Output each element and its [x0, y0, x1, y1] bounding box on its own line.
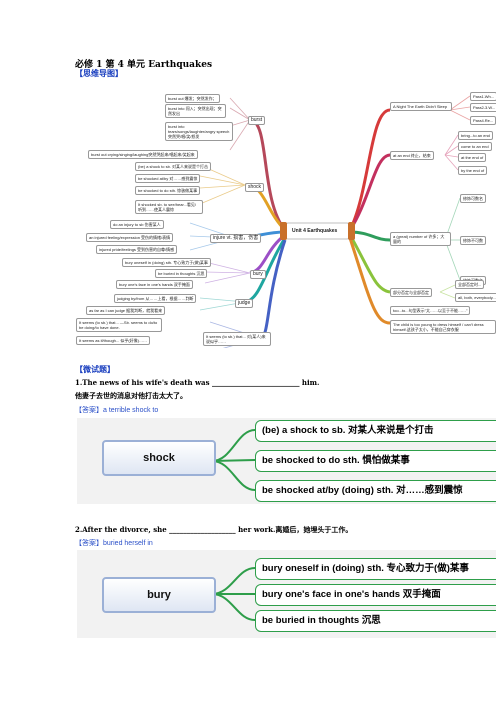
node-seems-1: It seems (to sb.) that... —Sb. seems to …	[76, 318, 162, 332]
node-bury: bury	[250, 270, 266, 279]
node-shock-2: be shocked at/by 对……感到震惊	[135, 174, 201, 183]
q1-banner-row-1: (be) a shock to sb. 对某人来说是个打击	[255, 420, 496, 442]
q2-banner-label: bury	[102, 577, 216, 613]
node-night-2: Para2-3.W...	[470, 103, 496, 112]
node-burst-3: burst into tears/songs/laughter/angry sp…	[165, 122, 233, 141]
node-partial: 部分否定与全部否定	[390, 288, 432, 297]
node-judge: judge	[235, 299, 254, 308]
node-night-3: Para4.Re...	[470, 116, 496, 125]
node-number: a (great) number of 许多；大量的	[390, 232, 451, 246]
node-end: at an end 终止，结束	[390, 151, 434, 160]
node-burst-1: burst out 爆发；突然发作；	[165, 94, 220, 103]
q1-chinese: 他妻子去世的消息对他打击太大了。	[75, 391, 187, 400]
mindmap-heading: 【思维导图】	[75, 69, 123, 78]
node-too-1: The child is too young to dress himself …	[390, 320, 496, 334]
node-judge-1: judging by/from 从……上看，根据……判断	[114, 294, 197, 303]
node-end-1: bring...to an end	[458, 131, 493, 140]
node-end-3: at the end of	[458, 153, 487, 162]
q1-banner-row-2: be shocked to do sth. 惧怕做某事	[255, 450, 496, 472]
page-title: 必修 1 第 4 单元 Earthquakes	[75, 60, 213, 70]
node-night-1: Para1.Wh...	[470, 92, 496, 101]
node-burst-2: burst into 闯入；突然出现；突然发出	[165, 104, 226, 118]
node-injure-2: an injured feeling/expression 受伤的情绪/表情	[86, 233, 174, 242]
node-end-2: come to an end	[458, 142, 492, 151]
node-injure-3: injured pride/feelings 受到伤害的自尊/情感	[96, 245, 178, 254]
node-night: A Night The Earth Didn't Sleep	[390, 102, 452, 111]
q2-banner-row-2: bury one's face in one's hands 双手掩面	[255, 584, 496, 606]
node-injure: injure vt. 损害，伤害	[210, 234, 262, 243]
node-judge-2: as far as I can judge 据我判断，就我看来	[86, 306, 166, 315]
node-number-1: 修饰可数名	[460, 194, 486, 203]
node-shock-1: (be) a shock to sb. 对某人来说是个打击	[135, 162, 212, 171]
q1-banner-row-3: be shocked at/by (doing) sth. 对……感到震惊	[255, 480, 496, 502]
q2-banner-row-3: be buried in thoughts 沉思	[255, 610, 496, 632]
node-shock-3: be shocked to do sth. 惊骇做某事	[135, 186, 201, 195]
node-burst-4: burst out crying/singing/laughing突然哭起来/唱…	[88, 150, 198, 159]
q1-banner-label: shock	[102, 440, 216, 476]
q2-answer: 【答案】buried herself in	[75, 540, 153, 547]
node-bury-2: be buried in thoughts 沉思	[155, 269, 208, 278]
node-bury-1: bury oneself in (doing) sth. 专心致力于(做)某事	[122, 258, 211, 267]
q1-text: 1.The news of his wife's death was _____…	[75, 378, 320, 387]
node-injure-1: do an injury to sb 伤害某人	[110, 220, 164, 229]
quiz-heading: 【微试题】	[75, 365, 115, 374]
q2-banner: bury bury oneself in (doing) sth. 专心致力于(…	[77, 550, 496, 638]
node-bury-3: bury one's face in one's hands 双手掩面	[116, 280, 193, 289]
node-too: too...to...句型表示"太……以至于不能……"	[390, 306, 471, 315]
node-shock-4: It shocked sb. to see/hear...看见/听到……使某人震…	[135, 200, 203, 214]
q2-text: 2.After the divorce, she _______________…	[75, 525, 353, 534]
node-end-4: by the end of	[458, 166, 488, 175]
mindmap-center: Unit 4 Earthquakes	[292, 228, 338, 234]
node-partial-2: all, both, everybody...	[455, 293, 496, 302]
node-seems-2: It seems as if/though... 似乎(好像)……	[76, 336, 151, 345]
q1-banner: shock (be) a shock to sb. 对某人来说是个打击 be s…	[77, 418, 496, 504]
node-shock: shock	[245, 183, 265, 192]
node-seems: It seems (to sb.) that... 对(某人)来说似乎……	[203, 332, 271, 346]
node-burst: burst	[248, 116, 266, 125]
node-number-2: 修饰不可数	[460, 236, 486, 245]
q2-banner-row-1: bury oneself in (doing) sth. 专心致力于(做)某事	[255, 558, 496, 580]
q1-answer: 【答案】a terrible shock to	[75, 407, 159, 414]
node-partial-1: 全部否定时...	[455, 280, 485, 289]
mind-map: Unit 4 Earthquakes burst burst out 爆发；突然…	[70, 80, 496, 348]
